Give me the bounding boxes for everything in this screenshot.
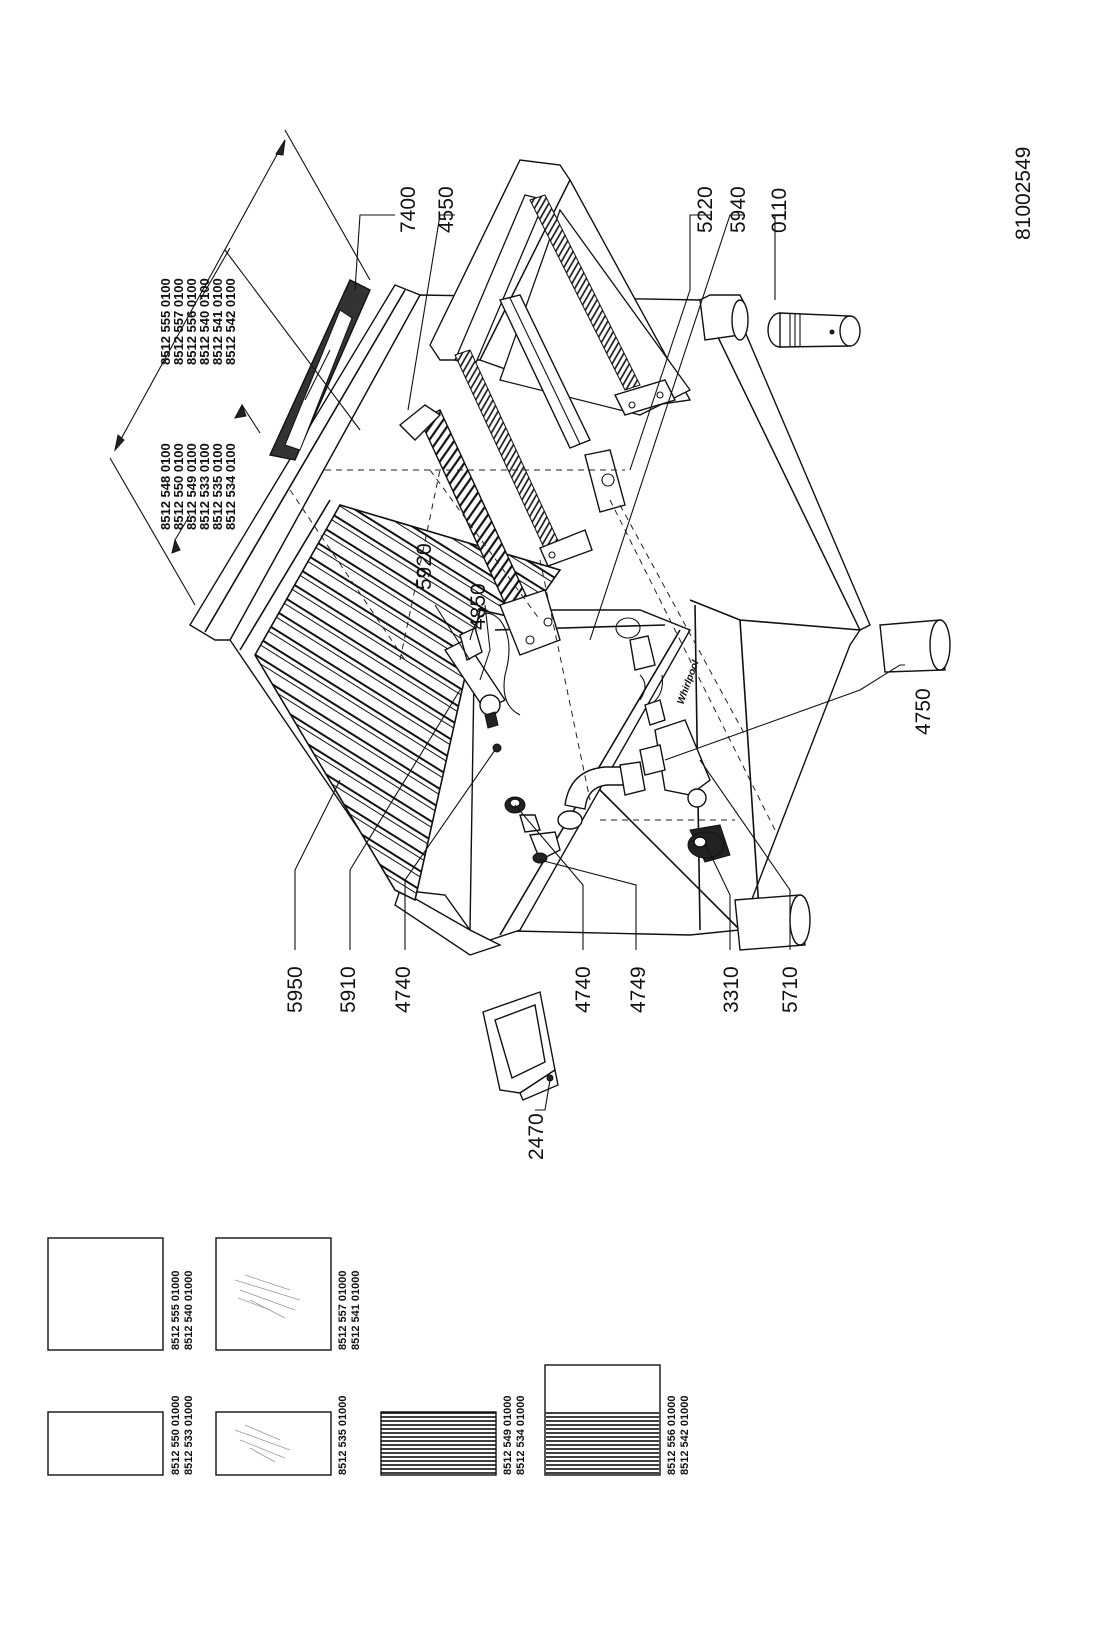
document-number: 81002549 — [1012, 147, 1035, 240]
callout-5220: 5220 — [694, 186, 717, 233]
brushed-texture — [234, 1424, 291, 1463]
brushed-texture — [234, 1274, 301, 1319]
callout-5710: 5710 — [779, 966, 802, 1013]
swatch-lined-small — [380, 1411, 497, 1476]
callout-4740-left: 4740 — [392, 966, 415, 1013]
swatch-code: 8512 555 01000 — [170, 1270, 182, 1350]
top-part-2: 8512 556 0100 — [184, 278, 199, 365]
hidden-lines — [289, 469, 776, 831]
top-part-0: 8512 555 0100 — [158, 278, 173, 365]
callout-4740-right: 4740 — [572, 966, 595, 1013]
callout-4750: 4750 — [912, 688, 935, 735]
callout-labels: 7400 4550 5220 5940 0110 5920 4850 4750 … — [284, 186, 935, 1160]
lower-cover-part-numbers: 8512 548 0100 8512 550 0100 8512 549 010… — [158, 443, 238, 530]
callout-5910: 5910 — [337, 966, 360, 1013]
connector-pipe-0110 — [767, 312, 861, 348]
top-part-4: 8512 541 0100 — [210, 278, 225, 365]
lower-part-3: 8512 533 0100 — [197, 443, 212, 530]
thermocouple — [615, 617, 666, 726]
burner-frame — [429, 159, 692, 567]
callout-4749: 4749 — [627, 966, 650, 1013]
swatch-code: 8512 557 01000 — [337, 1270, 349, 1350]
callout-5940: 5940 — [727, 186, 750, 233]
spring-tube — [398, 404, 626, 656]
swatch-code: 8512 542 01000 — [679, 1395, 691, 1475]
gas-valve — [639, 719, 731, 863]
material-swatches: 8512 555 01000 8512 540 01000 8512 557 0… — [47, 1237, 691, 1476]
swatch-code: 8512 534 01000 — [515, 1395, 527, 1475]
swatch-plain-small — [47, 1411, 164, 1476]
swatch-code: 8512 535 01000 — [337, 1395, 349, 1475]
swatch-code: 8512 541 01000 — [350, 1270, 362, 1350]
lower-part-0: 8512 548 0100 — [158, 443, 173, 530]
swatch-code: 8512 533 01000 — [183, 1395, 195, 1475]
callout-4850: 4850 — [467, 583, 490, 630]
top-part-3: 8512 540 0100 — [197, 278, 212, 365]
swatch-code: 8512 556 01000 — [666, 1395, 678, 1475]
pilot-burner — [443, 612, 521, 753]
feet-pipes — [699, 294, 951, 951]
swatch-plain-large — [47, 1237, 164, 1351]
top-cover-part-numbers: 8512 555 0100 8512 557 0100 8512 556 010… — [158, 278, 238, 365]
callout-2470: 2470 — [525, 1113, 548, 1160]
swatch-code: 8512 540 01000 — [183, 1270, 195, 1350]
dimension-arrows — [109, 129, 371, 606]
top-part-1: 8512 557 0100 — [171, 278, 186, 365]
lower-part-4: 8512 535 0100 — [210, 443, 225, 530]
callout-4550: 4550 — [435, 186, 458, 233]
swatch-brushed-large — [215, 1237, 332, 1351]
swatch-code: 8512 550 01000 — [170, 1395, 182, 1475]
ribbed-cooking-plate — [239, 499, 562, 902]
lower-part-2: 8512 549 0100 — [184, 443, 199, 530]
callout-5920: 5920 — [413, 543, 436, 590]
callout-7400: 7400 — [397, 186, 420, 233]
lower-part-1: 8512 550 0100 — [171, 443, 186, 530]
swatch-brushed-small — [215, 1411, 332, 1476]
callout-5950: 5950 — [284, 966, 307, 1013]
drip-tray — [482, 991, 559, 1101]
lower-part-5: 8512 534 0100 — [223, 443, 238, 530]
callout-0110: 0110 — [768, 188, 791, 233]
grease-channel-handle — [268, 279, 371, 461]
leader-lines — [294, 214, 905, 1111]
swatch-code: 8512 549 01000 — [502, 1395, 514, 1475]
swatch-half-lined-stripes — [546, 1412, 659, 1474]
callout-3310: 3310 — [720, 966, 743, 1013]
top-part-5: 8512 542 0100 — [223, 278, 238, 365]
